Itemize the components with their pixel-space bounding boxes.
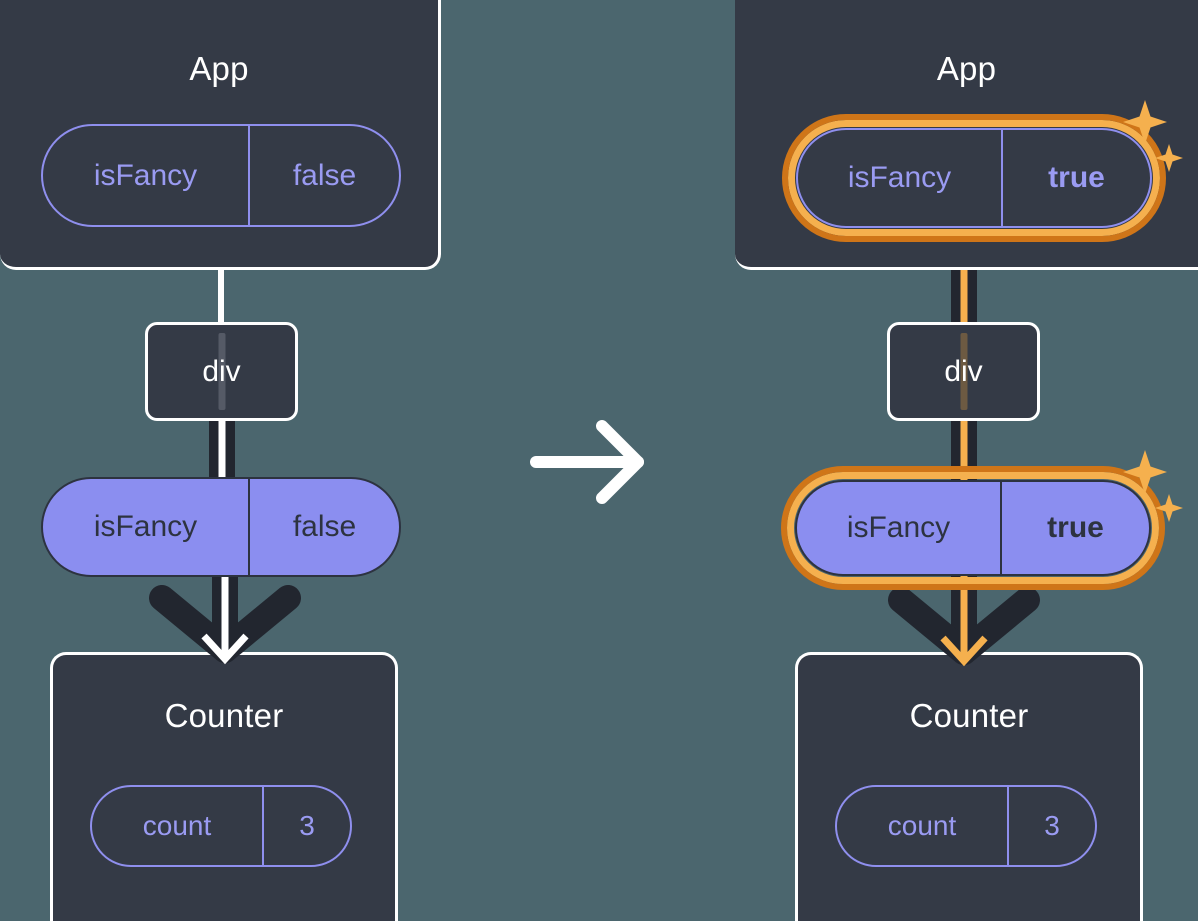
transition-arrow [520,412,660,512]
prop-pill[interactable]: isFancy true [795,480,1151,576]
connector-app-to-div [218,250,224,330]
counter-state-pill-value: 3 [262,787,350,865]
connector-core [960,418,968,486]
counter-title: Counter [164,697,284,734]
panel-after: App isFancy true div isFancy true [735,0,1198,921]
prop-pill[interactable]: isFancy false [41,477,401,577]
prop-pill-sparkles [1123,448,1185,530]
counter-state-pill[interactable]: count 3 [90,785,352,867]
div-card: div [887,322,1040,421]
counter-state-pill-key: count [887,810,957,841]
prop-pill-value: true [1000,482,1149,574]
app-title: App [936,50,997,87]
prop-pill-key: isFancy [846,511,951,544]
counter-title: Counter [909,697,1029,734]
connector-core [218,418,226,488]
counter-card: Counter [795,652,1143,921]
sparkle-icon [1123,450,1183,522]
div-internal-wire [218,333,225,410]
app-pill-sparkles [1123,98,1185,180]
sparkle-icon [1123,100,1183,172]
div-label: div [202,354,241,388]
arrow-prop-to-counter [140,561,310,670]
app-state-pill[interactable]: isFancy false [41,124,401,227]
div-card: div [145,322,298,421]
app-state-pill[interactable]: isFancy true [796,128,1152,228]
prop-pill-value: false [248,479,399,575]
prop-pill-key: isFancy [93,510,198,543]
arrow-right-icon [530,420,644,504]
arrow-prop-to-counter [879,563,1049,672]
app-state-pill-value: false [248,126,399,225]
app-title: App [189,50,249,87]
app-state-pill-key: isFancy [93,158,198,192]
app-state-pill-key: isFancy [847,161,952,194]
counter-state-pill[interactable]: count 3 [835,785,1097,867]
arrow-prop-to-counter-icon [888,563,1040,667]
app-state-pill-value: true [1001,130,1150,226]
div-label: div [944,354,983,388]
arrow-prop-to-counter-icon [149,561,301,665]
connector-div-to-prop [951,418,977,486]
div-internal-wire [960,333,967,410]
counter-state-pill-value: 3 [1007,787,1095,865]
counter-state-pill-key: count [142,810,212,841]
panel-before: App isFancy false div isFancy false [0,0,450,921]
